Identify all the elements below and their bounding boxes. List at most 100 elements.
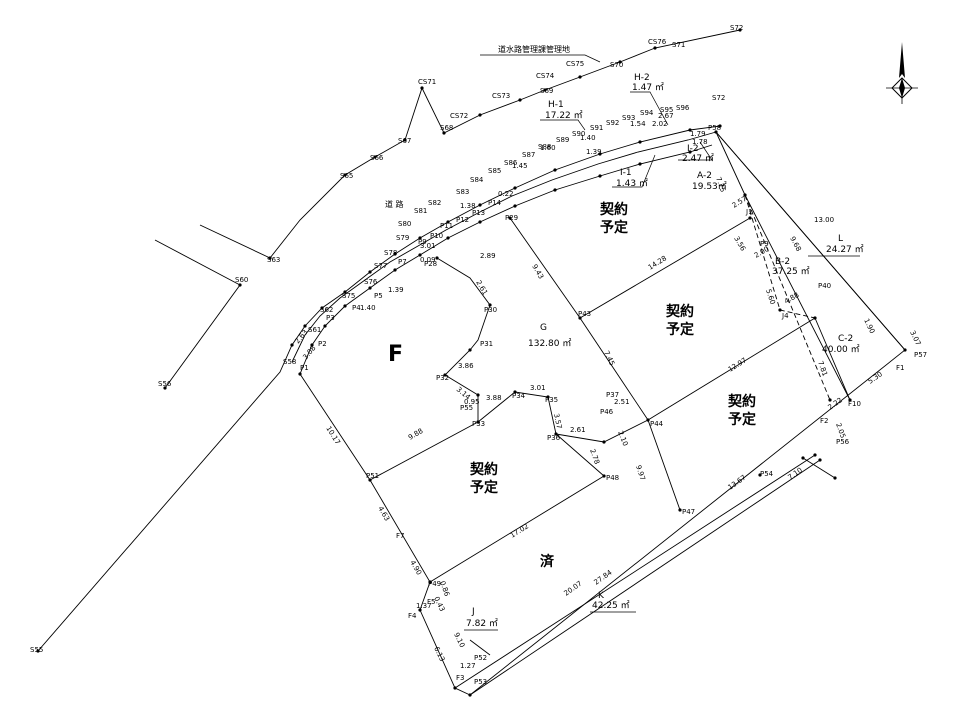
point-label: S56 [158, 380, 172, 388]
dimension-label: 3.01 [530, 384, 546, 392]
dimension-label: 20.07 [563, 580, 584, 598]
dimension-label: 7.45 [602, 349, 616, 367]
point-label: P49 [428, 580, 441, 588]
point-label: S72 [730, 24, 743, 32]
lot-k-area: 42.25 ㎡ [592, 600, 630, 611]
dimension-label: 0.95 [464, 398, 480, 406]
dimension-label: 1.78 [692, 138, 708, 146]
point-label: P29 [505, 214, 518, 222]
point-label: S78 [384, 249, 397, 257]
lot-a2-area: 19.53㎡ [692, 181, 727, 192]
point-label: J1 [745, 208, 753, 216]
dimension-label: 2.05 [834, 422, 847, 439]
point-label: P36 [547, 434, 561, 442]
dimension-label: 2.51 [614, 398, 630, 406]
dimension-label: 2.78 [588, 448, 601, 465]
dimension-label: 5.30 [867, 370, 884, 385]
dimension-label: 13.67 [727, 474, 748, 492]
point-label: CS75 [566, 60, 584, 68]
dimension-label: 2.61 [474, 279, 489, 297]
point-label: P28 [424, 260, 437, 268]
lot-c2-area: 40.00 ㎡ [822, 344, 860, 355]
point-label: P44 [650, 420, 664, 428]
lot-i1-area: 1.43 ㎡ [616, 178, 648, 189]
done-label: 済 [540, 553, 555, 570]
point-label: P47 [682, 508, 695, 516]
lot-b2-label: B-2 [775, 257, 790, 267]
point-label: S85 [488, 167, 501, 175]
dimension-label: 2.67 [658, 112, 674, 120]
dimension-label: 12.97 [727, 356, 748, 373]
point-label: F1 [896, 364, 904, 372]
point-label: S70 [610, 61, 623, 69]
dimension-label: 2.89 [480, 252, 496, 260]
point-label: S96 [676, 104, 690, 112]
dimension-label: 1.54 [630, 120, 646, 128]
point-label: CS74 [536, 72, 555, 80]
point-label: S91 [590, 124, 603, 132]
lot-c2-label: C-2 [838, 334, 853, 344]
point-label: S95 [660, 106, 673, 114]
lot-h2-area: 1.47 ㎡ [632, 82, 664, 93]
point-label: P9 [418, 238, 427, 246]
lot-h2-label: H-2 [634, 73, 650, 83]
point-label: S86 [504, 159, 518, 167]
point-label: P48 [606, 474, 619, 482]
point-label: S55 [30, 646, 43, 654]
dimension-label: 6.13 [432, 645, 446, 663]
point-label: P51 [366, 472, 379, 480]
point-label: S90 [572, 130, 585, 138]
dimension-label: 9.68 [788, 235, 802, 253]
point-label: CS71 [418, 78, 436, 86]
road-label: 道 路 [385, 199, 404, 209]
dimension-label: 4.63 [376, 505, 391, 523]
point-label: S83 [456, 188, 469, 196]
point-label: P9 [760, 240, 769, 248]
dimension-label: 9.97 [634, 464, 646, 481]
lot-g-label: G [540, 323, 547, 333]
point-label: S61 [308, 326, 321, 334]
dimension-label: 13.00 [814, 216, 834, 224]
point-label: P57 [914, 351, 927, 359]
dimension-label: 4.90 [408, 559, 423, 577]
lot-g-area: 132.80 ㎡ [528, 338, 571, 349]
dimension-label: 2.61 [570, 426, 586, 434]
point-label: S65 [340, 172, 353, 180]
dimension-label: 2.02 [652, 120, 668, 128]
dimension-label: 3.07 [908, 329, 922, 347]
point-label: P14 [488, 199, 502, 207]
lot-j-area: 7.82 ㎡ [466, 618, 498, 629]
point-label: S63 [267, 256, 280, 264]
contract-label-2b: 予定 [666, 321, 694, 338]
point-label: S92 [606, 119, 619, 127]
point-label: P31 [480, 340, 493, 348]
point-label: P43 [578, 310, 591, 318]
point-label: S80 [398, 220, 411, 228]
lot-i2-label: I-2 [687, 144, 699, 154]
point-label: S79 [396, 234, 409, 242]
lot-l-area: 24.27 ㎡ [826, 244, 864, 255]
point-label: S71 [672, 41, 685, 49]
point-label: S69 [540, 87, 553, 95]
survey-points [36, 28, 907, 697]
point-label: P54 [760, 470, 774, 478]
dimension-label: 2.10 [616, 430, 629, 447]
point-label: P11 [440, 222, 453, 230]
point-label: P40 [818, 282, 831, 290]
point-label: P2 [318, 340, 327, 348]
dimension-label: 3.08 [301, 344, 317, 361]
point-label: P4 [352, 304, 361, 312]
point-label: S72 [712, 94, 725, 102]
dimension-label: 10.17 [324, 425, 341, 446]
dimension-label: 1.27 [460, 662, 476, 670]
point-label: F2 [820, 417, 828, 425]
contract-label-1b: 予定 [600, 219, 628, 236]
point-label: P13 [472, 209, 485, 217]
point-label: S58 [283, 358, 296, 366]
lot-a2-label: A-2 [697, 171, 712, 181]
contract-label-3a: 契約 [727, 393, 756, 410]
dimension-label: 9.43 [530, 263, 545, 281]
lot-j-label: J [471, 607, 475, 617]
point-label: P12 [456, 216, 469, 224]
